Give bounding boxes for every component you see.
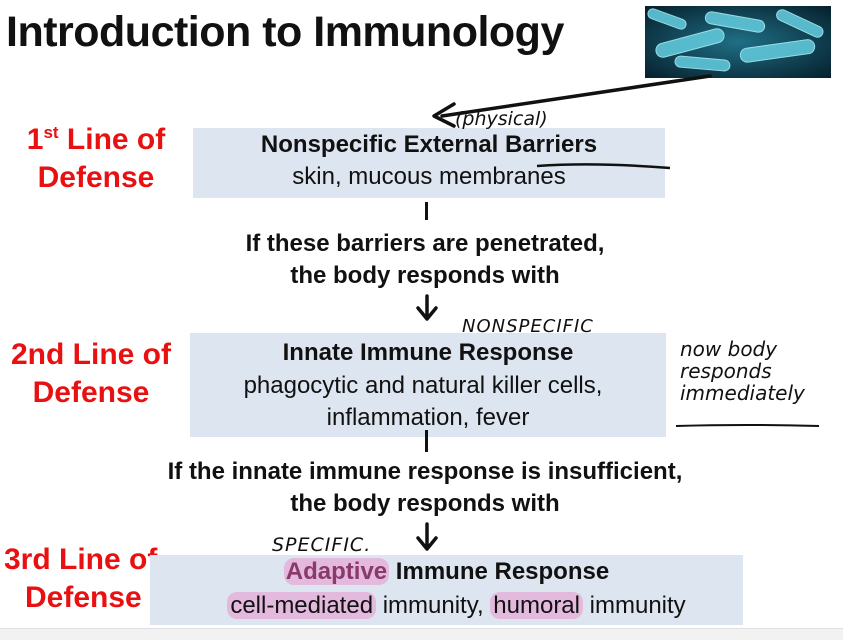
bacteria-image: [645, 6, 831, 78]
highlight-cell-mediated: cell-mediated: [227, 592, 377, 619]
annotation-specific: SPECIFIC.: [272, 534, 372, 556]
box-title: Nonspecific External Barriers: [260, 131, 598, 158]
slide-bottom-bar: [0, 628, 843, 640]
highlight-humoral: humoral: [490, 592, 583, 619]
box-subtitle: skin, mucous membranes: [292, 163, 566, 190]
down-arrow-icon: [416, 522, 438, 551]
connector-text-2: If the innate immune response is insuffi…: [167, 458, 683, 517]
annotation-nonspecific: NONSPECIFIC: [462, 316, 594, 337]
connector-line: [425, 202, 428, 220]
down-arrow-icon: [416, 294, 438, 321]
slide-title: Introduction to Immunology: [6, 8, 564, 56]
box-title: Innate Immune Response: [282, 339, 574, 366]
underline-barriers: [536, 163, 671, 170]
connector-text-1: If these barriers are penetrated, the bo…: [245, 230, 605, 289]
highlight-adaptive: Adaptive: [283, 558, 390, 585]
box-subtitle: phagocytic and natural killer cells,: [243, 372, 603, 399]
second-line-label: 2nd Line of Defense: [11, 338, 171, 409]
pointer-arrow: [432, 74, 712, 128]
underline-note: [675, 424, 820, 427]
connector-line: [425, 430, 428, 452]
box-subtitle: cell-mediated immunity, humoral immunity: [170, 592, 743, 620]
box-title: Adaptive Immune Response: [283, 558, 610, 585]
box-subtitle-2: inflammation, fever: [326, 404, 530, 431]
first-line-label: 1st Line of Defense: [26, 123, 166, 194]
external-barriers-box: Nonspecific External Barriers skin, muco…: [193, 128, 665, 198]
third-line-label: 3rd Line of Defense: [4, 543, 158, 614]
adaptive-response-box: Adaptive Immune Response cell-mediated i…: [150, 555, 743, 625]
annotation-note: now body responds immediately: [680, 337, 805, 405]
annotation-physical: (physical): [455, 108, 548, 130]
innate-response-box: Innate Immune Response phagocytic and na…: [190, 333, 666, 437]
